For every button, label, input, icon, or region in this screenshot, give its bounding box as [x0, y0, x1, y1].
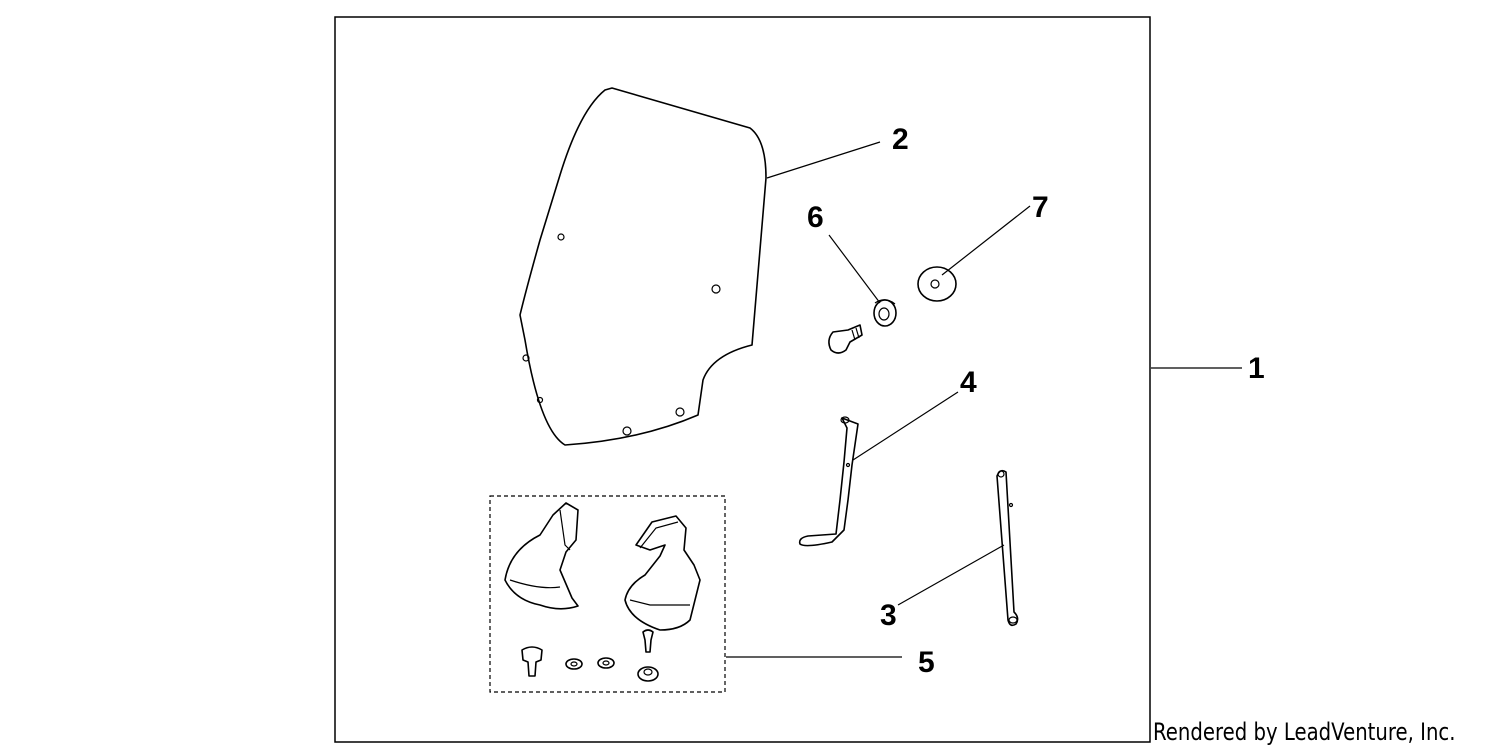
screw-grommet-part[interactable] — [828, 299, 897, 354]
leader-6 — [828, 234, 881, 304]
callout-5: 5 — [918, 646, 935, 679]
leader-2 — [766, 141, 881, 179]
leader-3 — [897, 544, 1005, 606]
hand-guard-set-part[interactable] — [489, 495, 726, 693]
callout-7: 7 — [1032, 191, 1049, 224]
stay-bar-part[interactable] — [996, 469, 1019, 627]
callout-3: 3 — [880, 599, 897, 632]
kit-frame — [334, 16, 1151, 743]
stay-rod-part[interactable] — [798, 416, 859, 547]
washer-part[interactable] — [917, 266, 957, 302]
callout-2: 2 — [892, 123, 909, 156]
leader-4 — [852, 391, 959, 461]
leader-7 — [941, 205, 1031, 276]
callout-1: 1 — [1248, 352, 1265, 385]
windscreen-part[interactable] — [519, 87, 767, 446]
callout-4: 4 — [960, 366, 977, 399]
callout-6: 6 — [807, 201, 824, 234]
rendered-by-credit: Rendered by LeadVenture, Inc. — [1153, 718, 1456, 746]
